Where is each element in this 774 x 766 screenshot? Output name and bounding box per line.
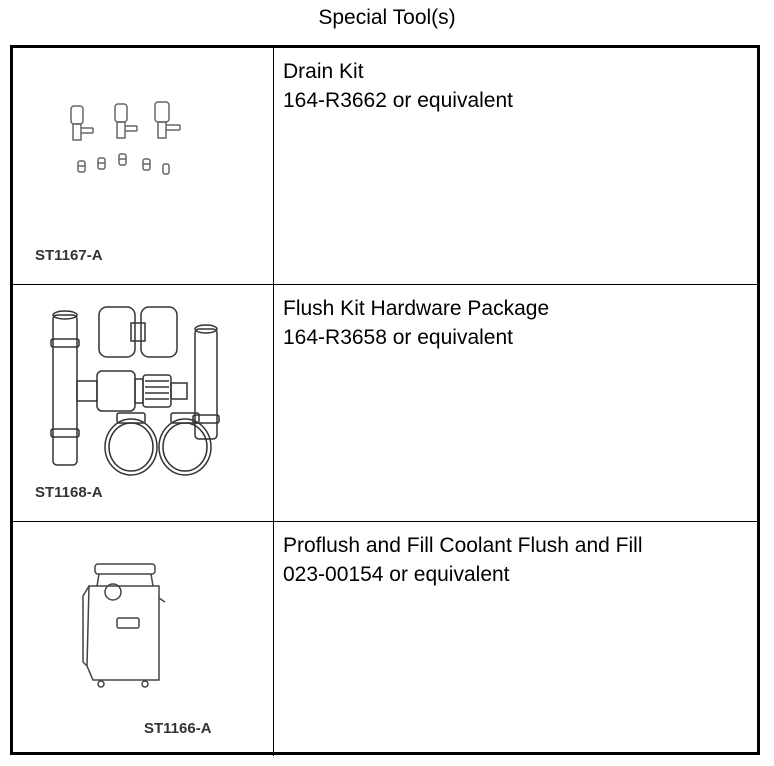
special-tools-table: ST1167-A Drain Kit 164-R3662 or equivale…: [10, 45, 760, 756]
illustration-code: ST1167-A: [35, 247, 103, 264]
tool-row-flush-kit-hardware: ST1168-A Flush Kit Hardware Package 164-…: [13, 284, 757, 522]
tool-illustration-cell: ST1168-A: [13, 285, 274, 522]
tool-part-number: 164-R3662 or equivalent: [283, 89, 513, 112]
tool-illustration-cell: ST1166-A: [13, 522, 274, 756]
tool-name: Proflush and Fill Coolant Flush and Fill: [283, 534, 643, 557]
coolant-flush-unit-icon: [82, 563, 166, 688]
tool-description-cell: Flush Kit Hardware Package 164-R3658 or …: [274, 285, 757, 522]
tool-description-cell: Drain Kit 164-R3662 or equivalent: [274, 48, 757, 284]
page-title: Special Tool(s): [318, 6, 456, 29]
tool-name: Drain Kit: [283, 60, 364, 83]
tool-part-number: 164-R3658 or equivalent: [283, 326, 513, 349]
tool-row-drain-kit: ST1167-A Drain Kit 164-R3662 or equivale…: [13, 48, 757, 284]
tool-name: Flush Kit Hardware Package: [283, 297, 550, 320]
illustration-code: ST1166-A: [144, 720, 212, 737]
tool-description-cell: Proflush and Fill Coolant Flush and Fill…: [274, 522, 757, 756]
drain-kit-icon: [70, 101, 181, 175]
tool-row-coolant-flush-fill: ST1166-A Proflush and Fill Coolant Flush…: [13, 521, 757, 756]
flush-kit-hardware-icon: [50, 306, 220, 476]
tool-part-number: 023-00154 or equivalent: [283, 563, 510, 586]
tool-illustration-cell: ST1167-A: [13, 48, 274, 284]
illustration-code: ST1168-A: [35, 484, 103, 501]
